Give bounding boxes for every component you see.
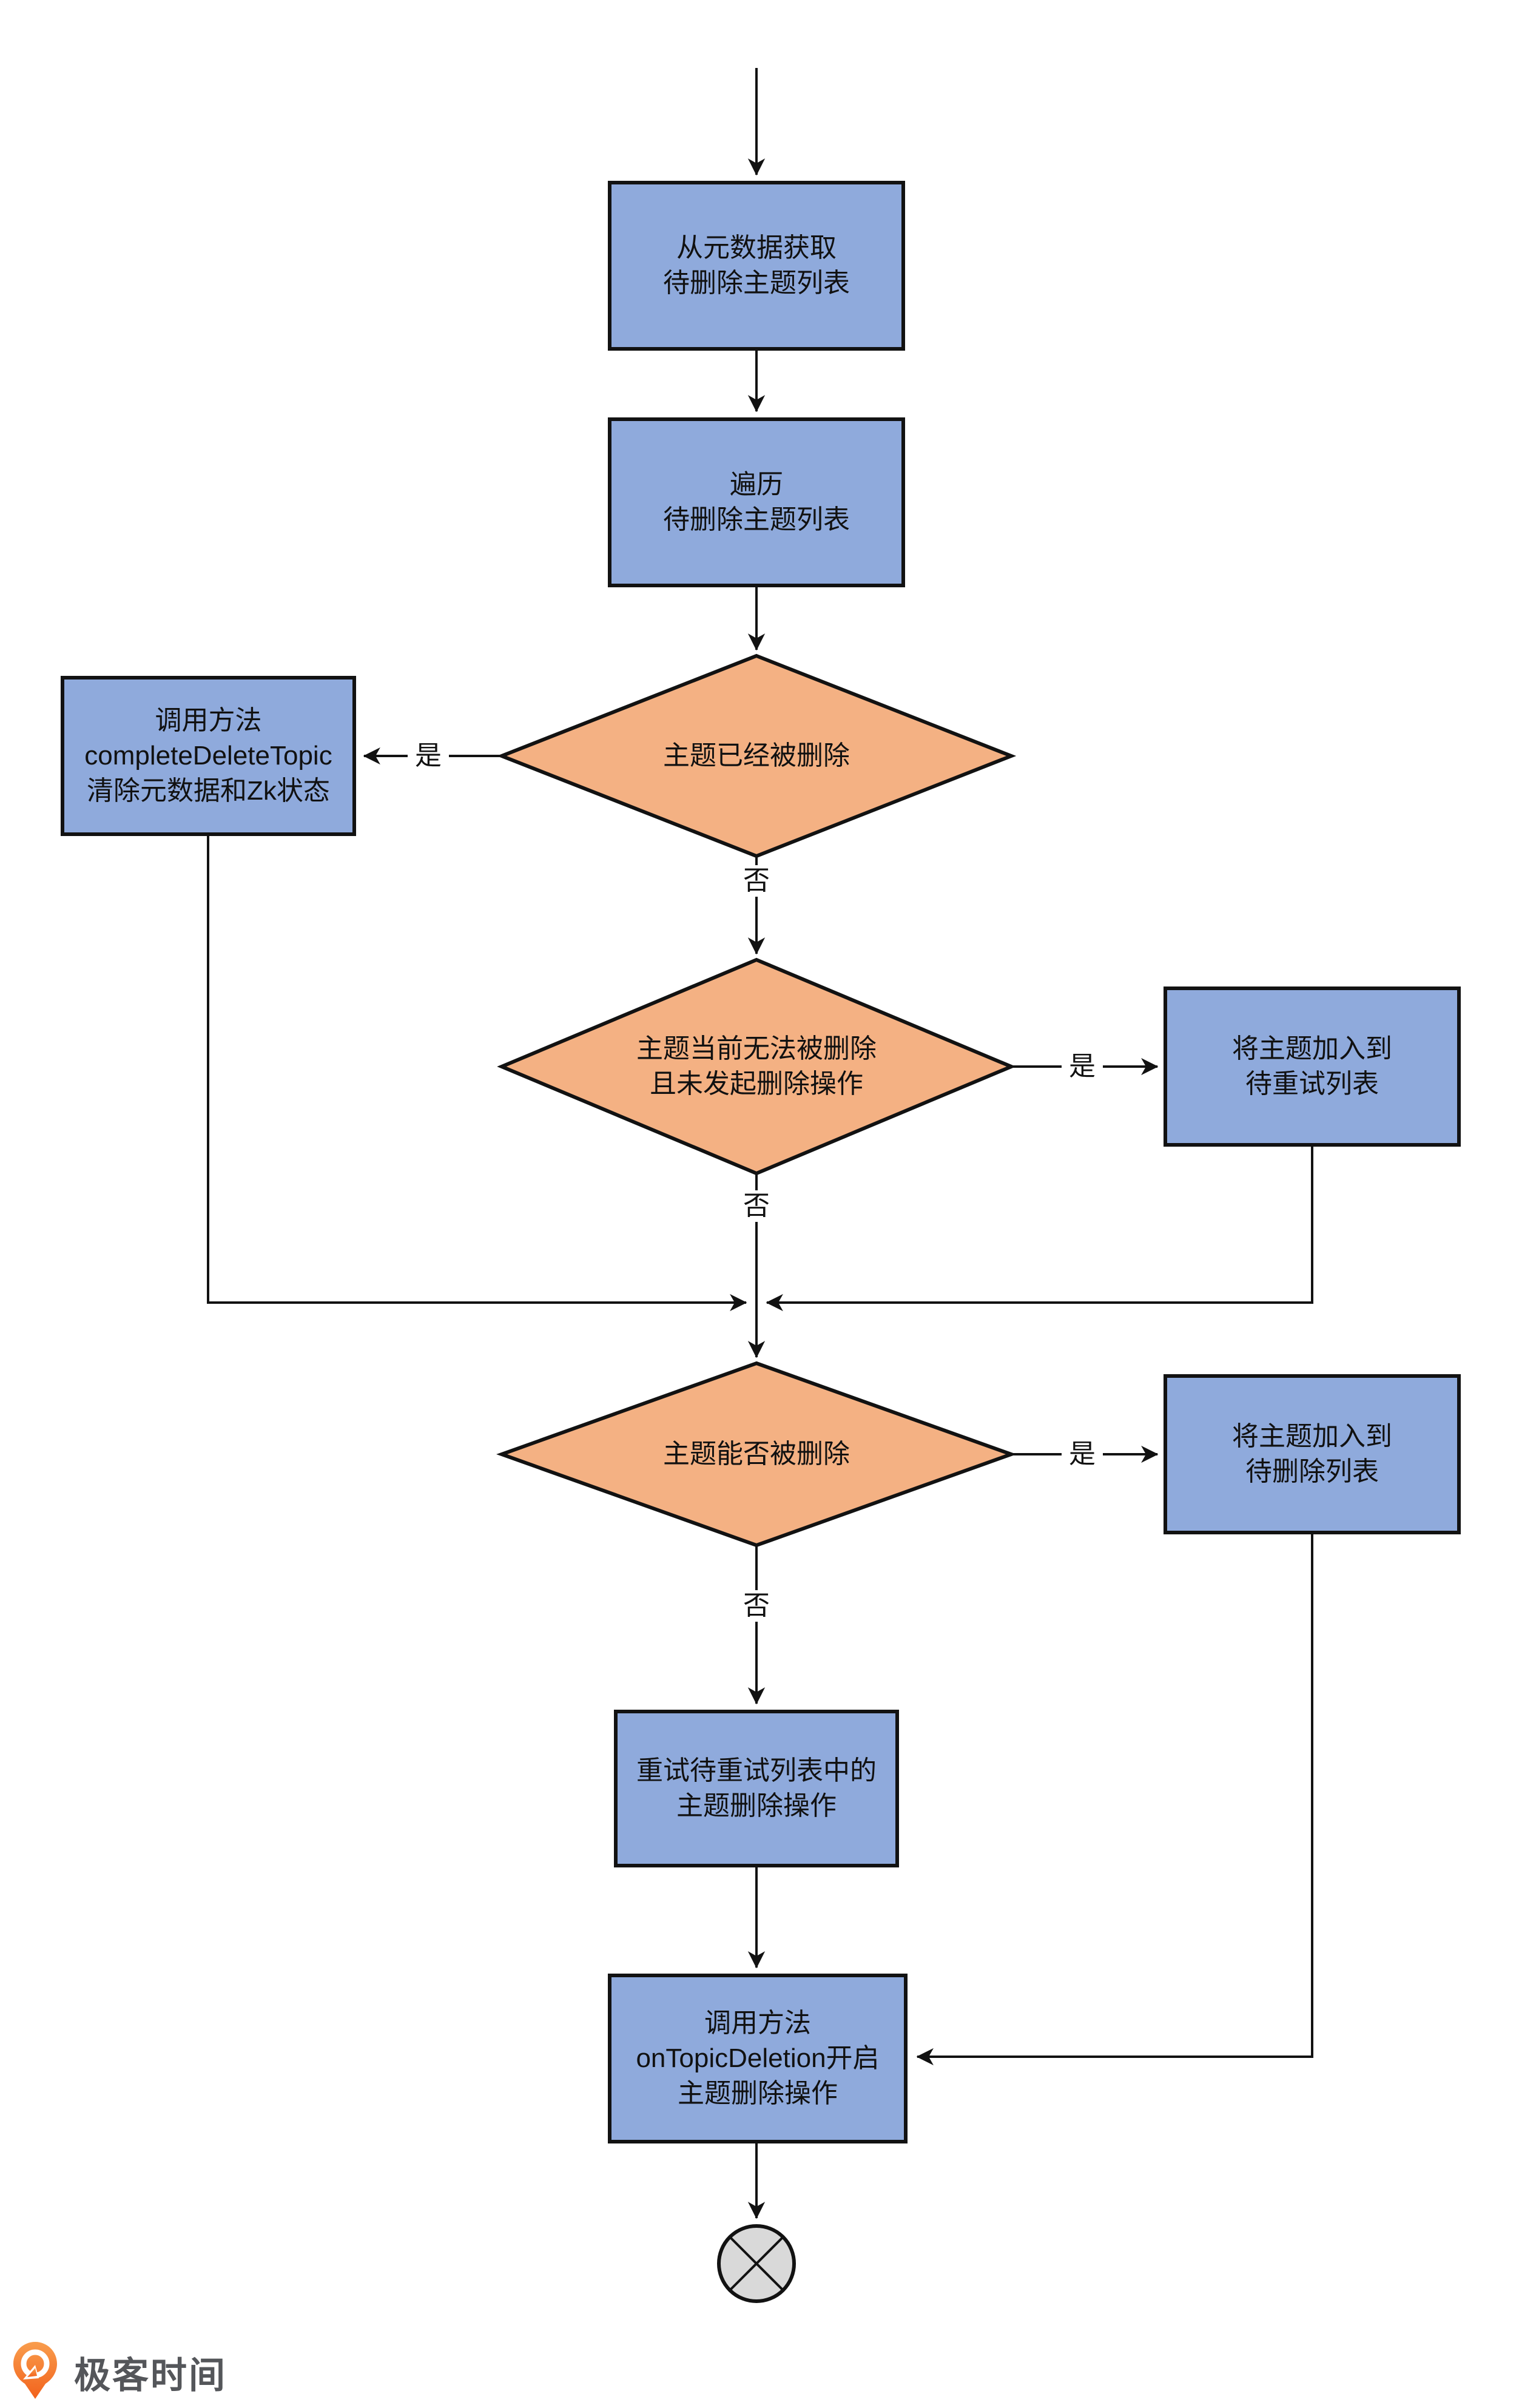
end-terminator-cross-2 bbox=[729, 2236, 784, 2292]
edge-label-yes-3: 是 bbox=[1062, 1438, 1103, 1470]
edge-retrylist-to-merge bbox=[766, 1147, 1313, 1312]
geektime-brand-text: 极客时间 bbox=[74, 2355, 227, 2396]
node-complete-delete-topic: 调用方法 completeDeleteTopic 清除元数据和Zk状态 bbox=[61, 676, 356, 836]
edge-label-yes-1: 是 bbox=[408, 740, 449, 772]
geektime-brand: 极客时间 bbox=[12, 2337, 227, 2407]
node-add-to-delete-list: 将主题加入到 待删除列表 bbox=[1164, 1374, 1461, 1534]
node-retry-operation: 重试待重试列表中的 主题删除操作 bbox=[614, 1710, 899, 1867]
node-iterate-topics: 遍历 待删除主题列表 bbox=[608, 417, 905, 587]
decision-topic-can-be-deleted bbox=[496, 1361, 1017, 1548]
node-on-topic-deletion: 调用方法 onTopicDeletion开启 主题删除操作 bbox=[608, 1974, 908, 2143]
edge-label-no-3: 否 bbox=[736, 1590, 777, 1622]
edge-label-yes-2: 是 bbox=[1062, 1051, 1103, 1082]
node-add-to-retry-list: 将主题加入到 待重试列表 bbox=[1164, 986, 1461, 1147]
edge-complete-to-merge bbox=[207, 836, 747, 1312]
geektime-logo-icon bbox=[13, 2342, 57, 2399]
edge-label-no-1: 否 bbox=[736, 865, 777, 897]
decision-topic-already-deleted bbox=[496, 653, 1017, 858]
node-fetch-topics: 从元数据获取 待删除主题列表 bbox=[608, 181, 905, 351]
decision-topic-cannot-be-deleted bbox=[497, 957, 1016, 1176]
edge-deletelist-to-ondeletion bbox=[916, 1534, 1313, 2066]
edge-label-no-2: 否 bbox=[736, 1190, 777, 1222]
